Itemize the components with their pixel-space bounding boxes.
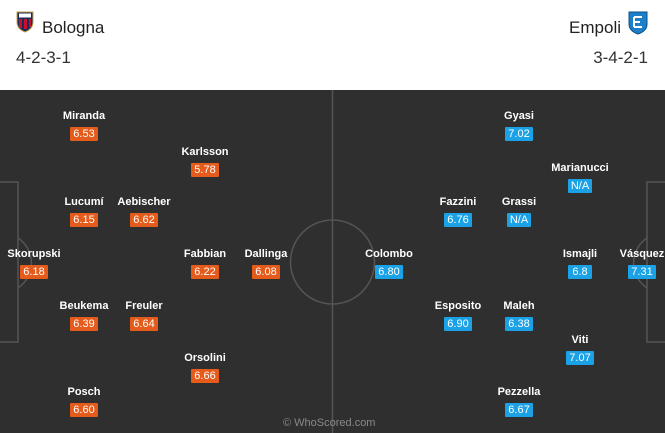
player-name: Dallinga	[244, 248, 288, 260]
player-colombo[interactable]: Colombo 6.80	[349, 248, 429, 280]
player-rating: N/A	[567, 179, 593, 193]
player-rating: 6.66	[191, 369, 219, 383]
player-name: Marianucci	[551, 162, 609, 174]
player-rating: N/A	[506, 213, 532, 227]
player-rating: 6.08	[252, 265, 280, 279]
player-name: Maleh	[503, 300, 535, 312]
player-rating: 6.53	[70, 127, 98, 141]
player-rating: 6.90	[444, 317, 472, 331]
player-rating: 6.39	[70, 317, 98, 331]
away-formation: 3-4-2-1	[593, 48, 648, 67]
player-name: Viti	[571, 334, 589, 346]
player-name: Posch	[67, 386, 101, 398]
player-vasquez[interactable]: Vásquez 7.31	[602, 248, 665, 280]
player-fazzini[interactable]: Fazzini 6.76	[418, 196, 498, 228]
pitch-markings	[0, 90, 665, 433]
player-rating: 6.18	[20, 265, 48, 279]
player-name: Vásquez	[619, 248, 665, 260]
player-ismajli[interactable]: Ismajli 6.8	[540, 248, 620, 280]
player-rating: 6.8	[568, 265, 592, 279]
player-karlsson[interactable]: Karlsson 5.78	[165, 146, 245, 178]
player-rating: 6.64	[130, 317, 158, 331]
player-rating: 7.07	[566, 351, 594, 365]
player-rating: 6.80	[375, 265, 403, 279]
player-rating: 6.22	[191, 265, 219, 279]
player-rating: 7.02	[505, 127, 533, 141]
center-circle	[289, 219, 376, 305]
home-penalty-arc	[17, 237, 33, 289]
player-orsolini[interactable]: Orsolini 6.66	[165, 352, 245, 384]
player-name: Gyasi	[504, 110, 534, 122]
player-grassi[interactable]: Grassi N/A	[479, 196, 559, 228]
empoli-crest-icon	[628, 11, 648, 35]
player-name: Grassi	[501, 196, 537, 208]
player-fabbian[interactable]: Fabbian 6.22	[165, 248, 245, 280]
player-dallinga[interactable]: Dallinga 6.08	[226, 248, 306, 280]
player-gyasi[interactable]: Gyasi 7.02	[479, 110, 559, 142]
player-posch[interactable]: Posch 6.60	[44, 386, 124, 418]
player-name: Miranda	[62, 110, 106, 122]
player-viti[interactable]: Viti 7.07	[540, 334, 620, 366]
player-name: Esposito	[434, 300, 482, 312]
player-maleh[interactable]: Maleh 6.38	[479, 300, 559, 332]
match-header: Bologna 4-2-3-1 Empoli 3-4-2-1	[0, 0, 665, 90]
player-rating: 5.78	[191, 163, 219, 177]
player-rating: 6.15	[70, 213, 98, 227]
player-name: Beukema	[59, 300, 109, 312]
player-pezzella[interactable]: Pezzella 6.67	[479, 386, 559, 418]
player-rating: 6.62	[130, 213, 158, 227]
player-esposito[interactable]: Esposito 6.90	[418, 300, 498, 332]
player-rating: 6.60	[70, 403, 98, 417]
player-rating: 6.38	[505, 317, 533, 331]
player-rating: 7.31	[628, 265, 656, 279]
bologna-crest-icon	[16, 11, 34, 33]
player-marianucci[interactable]: Marianucci N/A	[540, 162, 620, 194]
home-goal-area	[0, 181, 19, 343]
player-aebischer[interactable]: Aebischer 6.62	[104, 196, 184, 228]
away-goal-area	[646, 181, 665, 343]
player-skorupski[interactable]: Skorupski 6.18	[0, 248, 74, 280]
home-formation: 4-2-3-1	[16, 48, 71, 67]
player-rating: 6.67	[505, 403, 533, 417]
player-lucumi[interactable]: Lucumí 6.15	[44, 196, 124, 228]
player-freuler[interactable]: Freuler 6.64	[104, 300, 184, 332]
player-name: Skorupski	[7, 248, 61, 260]
pitch: Skorupski 6.18 Miranda 6.53 Lucumí 6.15 …	[0, 90, 665, 433]
player-name: Fazzini	[439, 196, 477, 208]
player-rating: 6.76	[444, 213, 472, 227]
player-name: Karlsson	[181, 146, 229, 158]
player-name: Freuler	[125, 300, 163, 312]
home-team-name[interactable]: Bologna	[42, 18, 105, 37]
player-name: Fabbian	[183, 248, 227, 260]
player-beukema[interactable]: Beukema 6.39	[44, 300, 124, 332]
player-name: Aebischer	[117, 196, 171, 208]
player-name: Pezzella	[497, 386, 541, 398]
player-name: Colombo	[365, 248, 413, 260]
player-name: Orsolini	[184, 352, 226, 364]
away-penalty-arc	[632, 237, 648, 289]
whoscored-watermark: © WhoScored.com	[283, 417, 376, 429]
player-name: Ismajli	[562, 248, 598, 260]
player-miranda[interactable]: Miranda 6.53	[44, 110, 124, 142]
away-team-name[interactable]: Empoli	[569, 18, 621, 37]
player-name: Lucumí	[64, 196, 104, 208]
